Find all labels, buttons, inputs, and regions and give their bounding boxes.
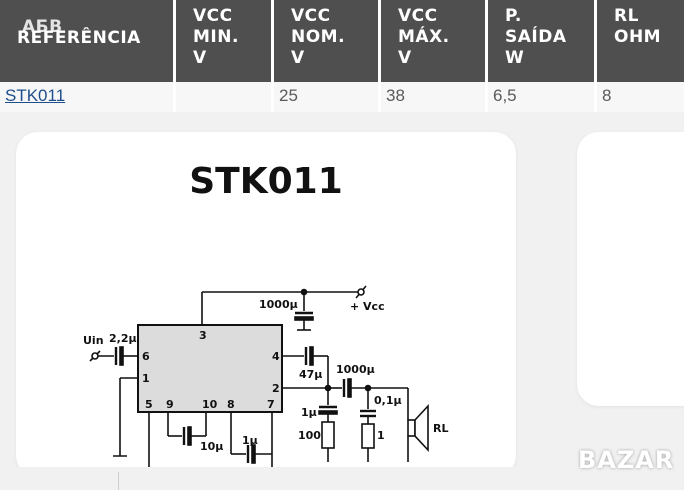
- bottom-bar: [0, 467, 684, 490]
- overlap-text: АБВ: [22, 17, 63, 37]
- pin-4: 4: [272, 350, 280, 363]
- cell-vcc-nom: 25: [274, 82, 381, 112]
- pin-9: 9: [166, 398, 174, 411]
- pin-2: 2: [272, 382, 280, 395]
- ic-body: [137, 324, 283, 413]
- divider: [118, 472, 119, 490]
- label-c-out: 1000μ: [336, 363, 375, 376]
- cell-vcc-max: 38: [381, 82, 488, 112]
- schematic-diagram: 3 6 1 5 9 10 8 7 4 2 1000μ + Vcc Uin 2,2…: [83, 285, 448, 477]
- bazar-watermark: BAZAR: [578, 446, 675, 474]
- pin-5: 5: [145, 398, 153, 411]
- side-card[interactable]: [577, 132, 684, 406]
- header-referencia[interactable]: АБВ REFERÊNCIA: [0, 0, 176, 82]
- label-c-in: 2,2μ: [109, 332, 137, 345]
- label-c-pin4: 47μ: [299, 368, 322, 381]
- pin-3: 3: [199, 329, 207, 342]
- label-c-01: 0,1μ: [374, 394, 402, 407]
- cell-rl: 8: [597, 82, 684, 112]
- label-c-1u-b: 1μ: [242, 434, 258, 447]
- label-c-1u: 1μ: [301, 406, 317, 419]
- cell-referencia: STK011: [0, 82, 176, 112]
- pin-8: 8: [227, 398, 235, 411]
- pin-6: 6: [142, 350, 150, 363]
- schematic-title: STK011: [189, 161, 343, 202]
- pin-10: 10: [202, 398, 218, 411]
- label-c-10u: 10μ: [200, 440, 223, 453]
- schematic-card[interactable]: STK011: [16, 132, 516, 477]
- label-rl: RL: [433, 422, 448, 435]
- cell-vcc-min: [176, 82, 274, 112]
- label-r-1: 1: [377, 429, 385, 442]
- label-vcc: + Vcc: [350, 300, 385, 313]
- label-c-supply: 1000μ: [259, 298, 298, 311]
- label-r-100: 100: [298, 429, 321, 442]
- cell-p-saida: 6,5: [488, 82, 597, 112]
- stk011-link[interactable]: STK011: [5, 86, 66, 105]
- pin-1: 1: [142, 372, 150, 385]
- table-row: STK011 25 38 6,5 8: [0, 82, 684, 112]
- label-uin: Uin: [83, 334, 104, 347]
- pin-7: 7: [267, 398, 275, 411]
